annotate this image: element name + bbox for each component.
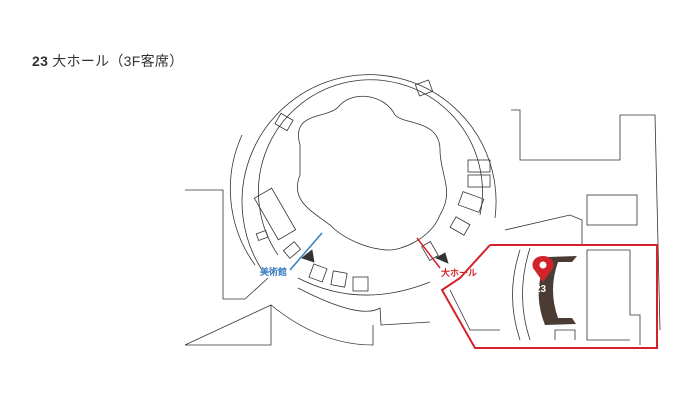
museum-entrance-line (289, 232, 323, 271)
rooms (253, 79, 491, 292)
east-room (586, 194, 638, 226)
west-wing-outline (184, 189, 272, 346)
stairs-icon (301, 249, 449, 264)
east-building (504, 109, 661, 331)
south-wall (270, 287, 431, 346)
arc-left (229, 134, 256, 266)
museum-label[interactable]: 美術館 (260, 267, 288, 277)
arc-bottom (297, 277, 431, 296)
title-name: 大ホール（3F客席） (52, 53, 184, 69)
map-pin-icon[interactable] (532, 256, 554, 282)
outer-ring (241, 74, 497, 271)
hall-interior (449, 247, 641, 345)
inner-ring (258, 79, 483, 256)
title-number: 23 (32, 53, 49, 69)
great-hall-highlight (440, 244, 658, 349)
great-hall-label[interactable]: 大ホール (441, 268, 478, 278)
pin-number: 23 (535, 284, 547, 295)
great-hall-entrance-line (416, 237, 441, 269)
courtyard (297, 96, 448, 251)
